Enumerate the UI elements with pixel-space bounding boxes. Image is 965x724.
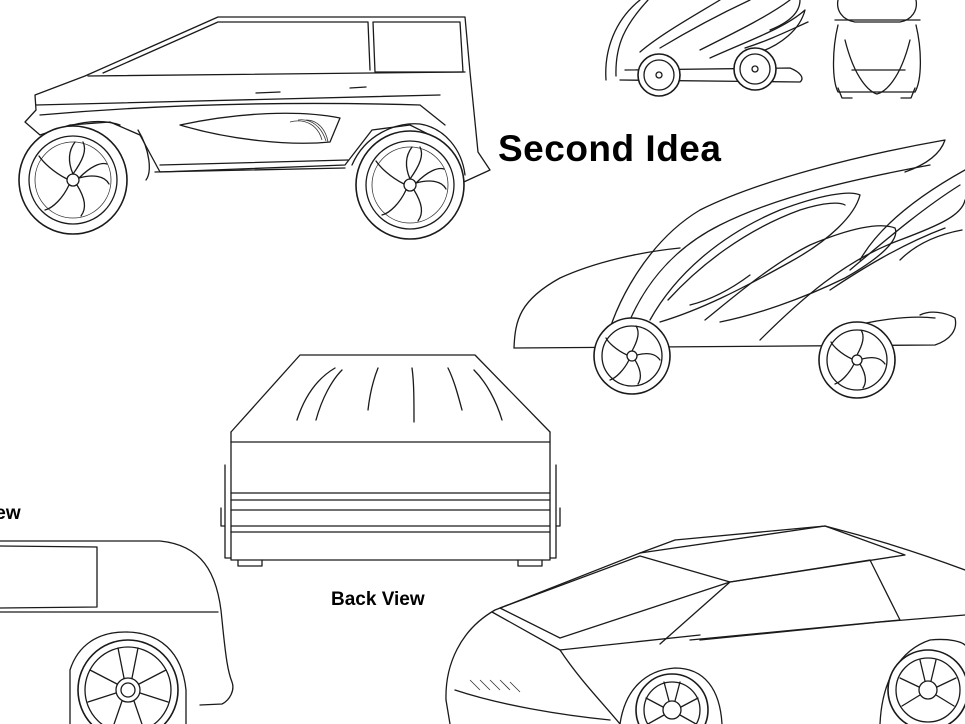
small-front-view-sketch (832, 0, 922, 99)
second-idea-side-sketch (513, 139, 965, 399)
suv-side-view-sketch (18, 16, 491, 240)
second-idea-heading: Second Idea (498, 128, 722, 169)
back-view-sketch (220, 354, 561, 567)
side-view-label-partial: iew (0, 503, 21, 524)
perspective-car-sketch (445, 525, 965, 724)
small-side-sketch (605, 0, 809, 97)
back-view-label: Back View (331, 589, 425, 610)
partial-side-view-sketch (0, 540, 234, 724)
